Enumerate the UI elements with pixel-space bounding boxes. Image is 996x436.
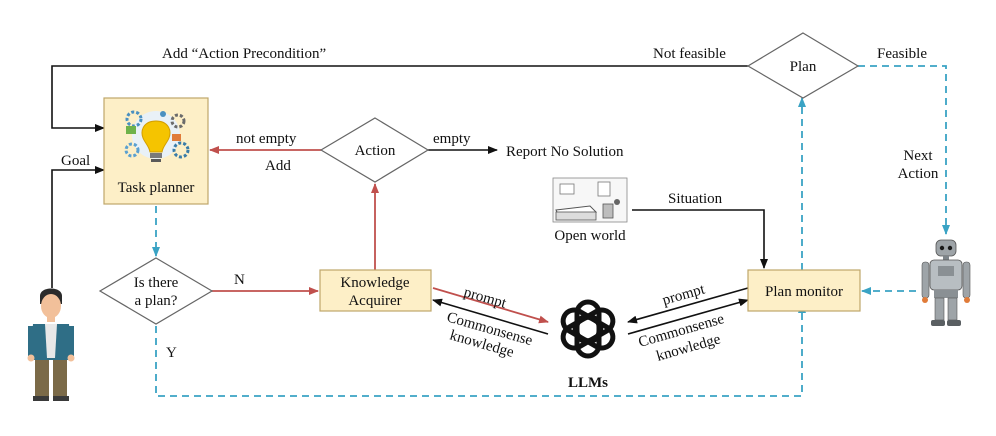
is-plan-label-line2: a plan? [135, 293, 178, 309]
not-feasible-label: Not feasible [653, 46, 726, 62]
person-icon [27, 288, 75, 401]
situation-label: Situation [668, 191, 723, 207]
edge-not-feasible [51, 65, 748, 132]
edge-situation [632, 209, 768, 269]
plan-decision-node [746, 32, 860, 99]
knowledge-acquirer-node [319, 269, 432, 312]
is-plan-label-line1: Is there [134, 275, 179, 291]
openai-logo-icon [560, 299, 616, 359]
task-planner-label: Task planner [118, 180, 195, 196]
edge-goal [51, 166, 105, 288]
plan-monitor-node [747, 269, 861, 312]
not-empty-label: not empty [236, 131, 297, 147]
prompt-left-label: prompt [462, 284, 509, 312]
action-decision-node [319, 117, 430, 183]
next-action-label-line2: Action [898, 166, 939, 182]
n-label: N [234, 272, 245, 288]
goal-label: Goal [61, 153, 90, 169]
bedroom-sketch-icon [552, 177, 628, 223]
open-world-label: Open world [554, 228, 626, 244]
is-plan-decision-node [98, 257, 214, 325]
prompt-right-label: prompt [661, 281, 708, 309]
knowledge-acquirer-label-line2: Acquirer [348, 293, 401, 309]
robot-icon [921, 239, 971, 326]
plan-label: Plan [790, 59, 817, 75]
edge-prompt-left [432, 287, 549, 324]
add-precondition-label: Add “Action Precondition” [162, 46, 326, 62]
edge-feasible [858, 65, 950, 235]
edge-commonsense-left [432, 298, 549, 335]
lightbulb-gears-icon [124, 110, 190, 162]
add-label: Add [265, 158, 291, 174]
edge-y [155, 303, 806, 397]
edge-prompt-right [627, 287, 749, 324]
llms-label: LLMs [568, 375, 608, 391]
report-no-solution-label: Report No Solution [506, 144, 624, 160]
edge-commonsense-right [627, 298, 749, 335]
action-label: Action [355, 143, 396, 159]
next-action-label-line1: Next [903, 148, 933, 164]
feasible-label: Feasible [877, 46, 927, 62]
knowledge-acquirer-label-line1: Knowledge [340, 275, 409, 291]
plan-monitor-label: Plan monitor [765, 284, 843, 300]
y-label: Y [166, 345, 177, 361]
empty-label: empty [433, 131, 471, 147]
